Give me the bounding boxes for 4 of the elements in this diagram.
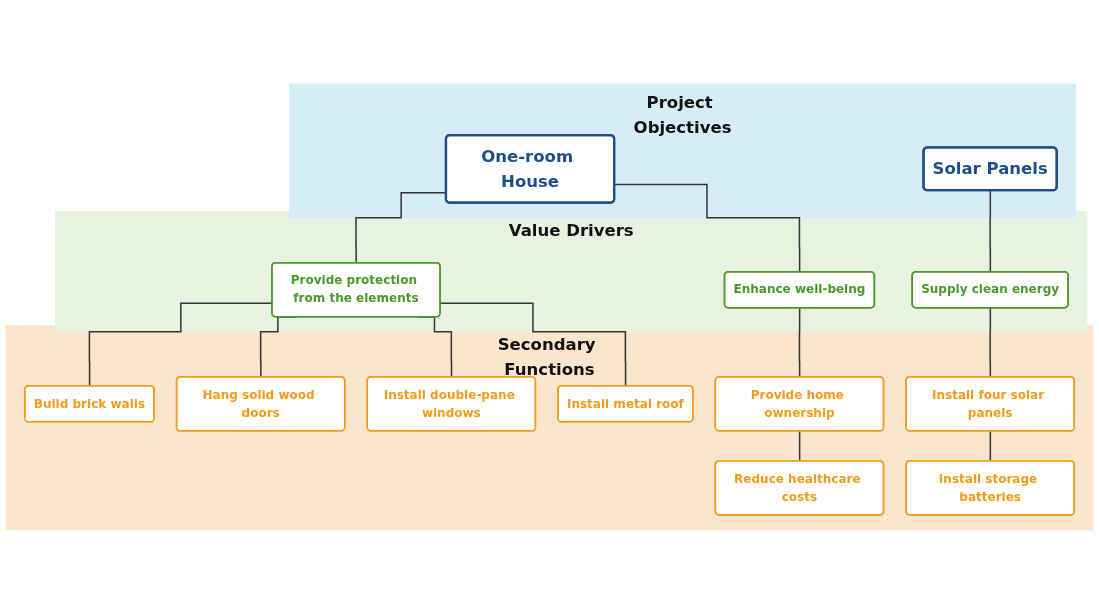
connector xyxy=(989,430,992,462)
connector xyxy=(989,307,992,378)
connector xyxy=(798,307,801,378)
connector xyxy=(798,430,801,462)
